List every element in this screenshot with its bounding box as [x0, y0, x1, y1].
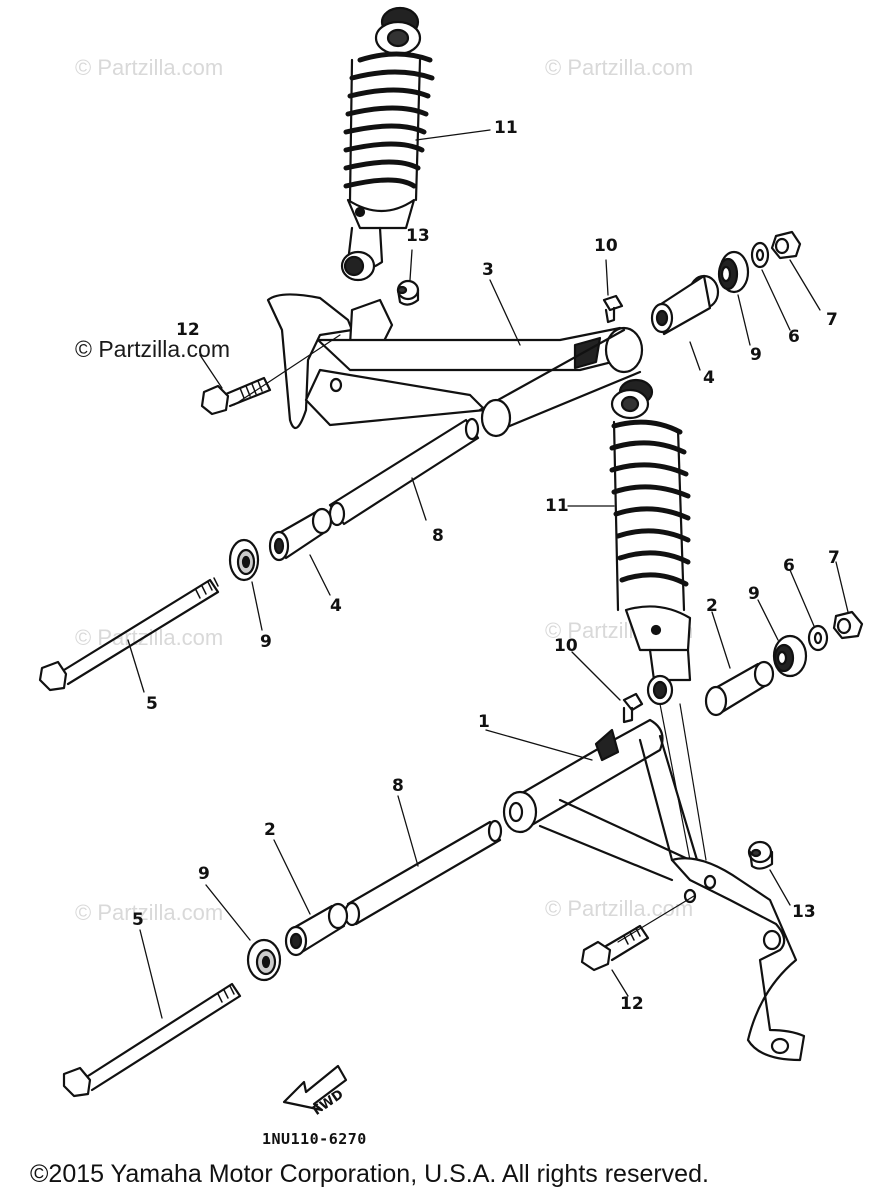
lower-shock-absorber	[609, 378, 707, 861]
callout-9-lower-right: 9	[748, 584, 760, 604]
callout-12-upper: 12	[176, 320, 200, 340]
callout-8-lower: 8	[392, 776, 404, 796]
callout-3: 3	[482, 260, 494, 280]
lower-bolt	[580, 895, 695, 972]
callout-10-lower: 10	[554, 636, 578, 656]
callout-2-lower-right: 2	[706, 596, 718, 616]
upper-grease-fitting	[602, 294, 624, 324]
watermark: © Partzilla.com	[545, 896, 694, 921]
watermark: © Partzilla.com	[75, 625, 224, 650]
watermark: © Partzilla.com	[75, 900, 224, 925]
callout-13-upper: 13	[406, 226, 430, 246]
callout-5-lower: 5	[132, 910, 144, 930]
lower-right-seal	[772, 634, 808, 678]
callout-4-upper-right: 4	[703, 368, 715, 388]
watermark: © Partzilla.com	[75, 55, 224, 80]
callout-12-lower: 12	[620, 994, 644, 1014]
upper-nut	[396, 279, 420, 306]
figure-code: 1NU110-6270	[262, 1130, 367, 1148]
lower-cap-nut	[832, 610, 864, 640]
lower-collar-pipe	[343, 819, 503, 927]
callout-9-upper-left: 9	[260, 632, 272, 652]
callout-11-lower: 11	[545, 496, 569, 516]
upper-a-arm	[266, 293, 644, 438]
callout-7-upper: 7	[826, 310, 838, 330]
watermark: © Partzilla.com	[75, 336, 230, 362]
callout-5-upper: 5	[146, 694, 158, 714]
callout-1: 1	[478, 712, 490, 732]
upper-shock-absorber	[340, 6, 435, 282]
lower-right-bushing	[704, 660, 775, 717]
callout-6-upper: 6	[788, 327, 800, 347]
callout-2-lower-left: 2	[264, 820, 276, 840]
upper-right-seal	[717, 250, 750, 294]
callout-4-upper-left: 4	[330, 596, 342, 616]
callout-9-lower-left: 9	[198, 864, 210, 884]
callout-11-upper: 11	[494, 118, 518, 138]
lower-pivot-bolt	[62, 982, 242, 1098]
callout-7-lower: 7	[828, 548, 840, 568]
upper-left-seal	[228, 538, 260, 582]
callout-8-upper: 8	[432, 526, 444, 546]
lower-nut	[747, 840, 774, 870]
lower-washer	[807, 624, 829, 652]
fwd-arrow	[282, 1064, 348, 1112]
upper-bolt	[200, 334, 341, 416]
upper-left-bushing	[268, 507, 333, 562]
upper-cap-nut	[770, 230, 802, 260]
upper-washer	[750, 241, 770, 269]
watermark: © Partzilla.com	[545, 55, 694, 80]
upper-right-bushing	[650, 274, 720, 336]
lower-a-arm	[502, 718, 806, 1062]
lower-grease-fitting	[622, 692, 644, 724]
copyright-notice: ©2015 Yamaha Motor Corporation, U.S.A. A…	[30, 1160, 709, 1188]
leader-lines	[127, 129, 849, 1019]
callout-6-lower: 6	[783, 556, 795, 576]
lower-left-seal	[246, 938, 282, 982]
callout-13-lower: 13	[792, 902, 816, 922]
lower-left-bushing	[284, 902, 349, 957]
upper-pivot-bolt	[38, 577, 220, 692]
callout-9-upper-right: 9	[750, 345, 762, 365]
upper-collar-pipe	[328, 417, 480, 527]
callout-10-upper: 10	[594, 236, 618, 256]
